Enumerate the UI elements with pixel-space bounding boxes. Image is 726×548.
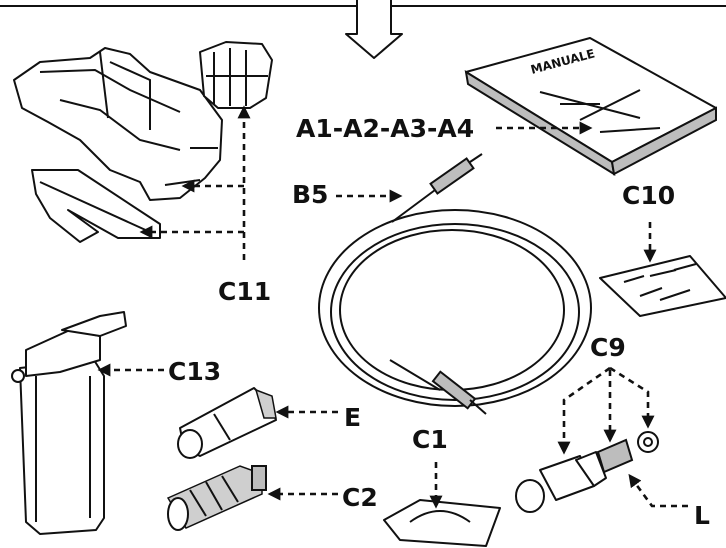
label-c1: C1 xyxy=(412,425,448,454)
label-l: L xyxy=(694,501,710,530)
label-e: E xyxy=(344,403,361,432)
label-b5: B5 xyxy=(292,180,328,209)
down-arrow-icon xyxy=(345,0,403,59)
bag-c1-part xyxy=(383,499,501,547)
label-c2: C2 xyxy=(342,483,378,512)
leader-lines xyxy=(97,105,688,509)
hose-part xyxy=(318,153,592,415)
nozzle-c2-part xyxy=(166,465,267,531)
screws-bag-part xyxy=(599,255,726,317)
nozzle-e-part xyxy=(177,387,277,459)
detergent-tank-part xyxy=(11,311,127,535)
label-c11: C11 xyxy=(218,277,271,306)
label-a1-a4: A1-A2-A3-A4 xyxy=(296,114,474,143)
manual-part: MANUALE xyxy=(464,37,717,177)
coupler-part xyxy=(515,431,659,513)
strap-part xyxy=(31,169,161,243)
label-c9: C9 xyxy=(590,333,626,362)
label-c13: C13 xyxy=(168,357,221,386)
clip-bracket-part xyxy=(199,41,273,109)
label-c10: C10 xyxy=(622,181,675,210)
